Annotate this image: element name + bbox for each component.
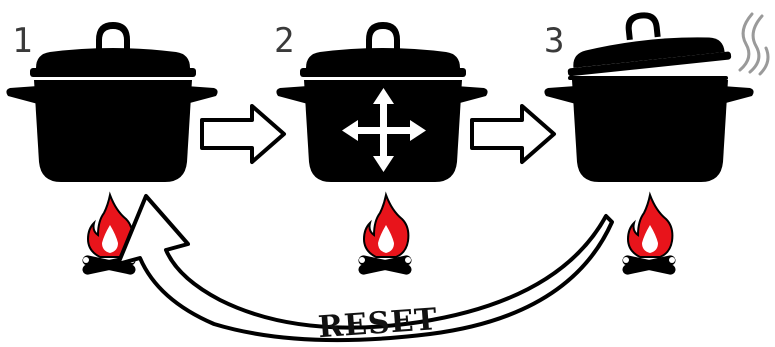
arrow-right-icon [472,106,554,162]
flame-icon [364,195,408,257]
reset-label: RESET [317,302,439,345]
step-3-number: 3 [544,21,564,61]
arrow-right-icon [202,106,284,162]
steam-icon [740,14,768,74]
flame-icon [628,195,672,257]
step-2-number: 2 [274,21,294,61]
pot-icon [6,22,217,182]
step-1-number: 1 [12,21,32,61]
step-3: 3 [544,4,768,276]
step-1: 1 [6,21,217,276]
pot-icon [544,4,753,182]
step-2: 2 [274,21,488,276]
